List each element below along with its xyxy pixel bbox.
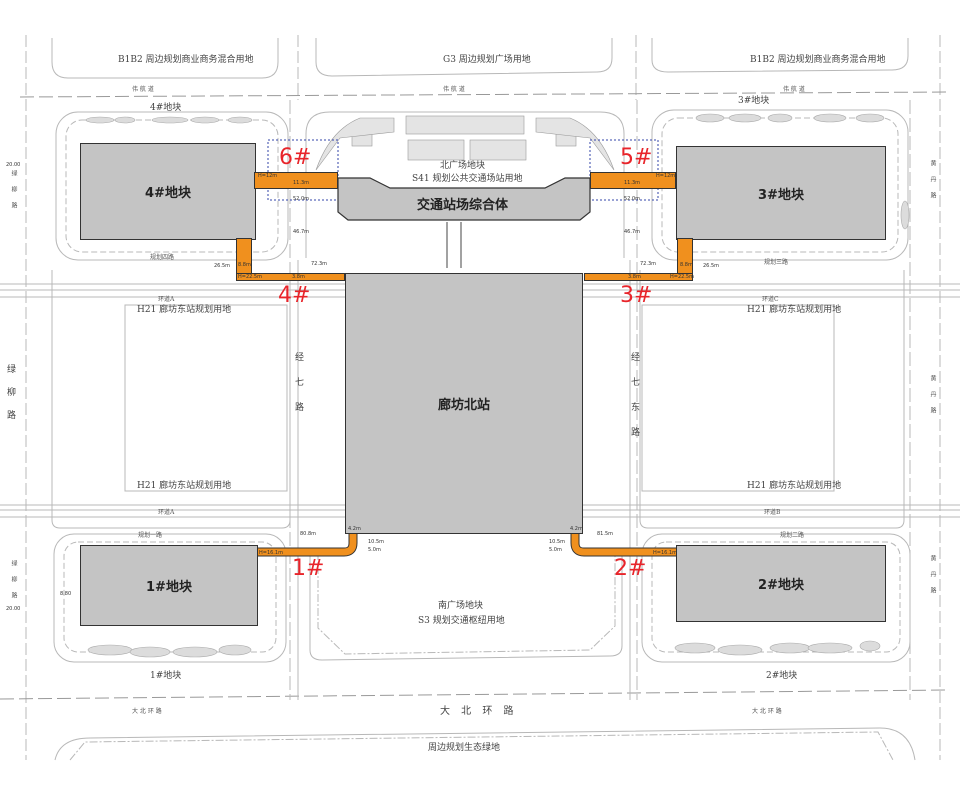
building-plot-3[interactable]: 3#地块 [676, 146, 886, 240]
building-plot-1-label: 1#地块 [146, 580, 192, 595]
dim-10-5-left: 10.5m [368, 539, 385, 545]
dim-4-2-right: 4.2m [570, 526, 583, 532]
bridge-4-horizontal[interactable] [236, 273, 345, 281]
plot-4-caption: 4#地块 [150, 103, 182, 113]
plot-3-caption: 3#地块 [738, 96, 770, 106]
dim-5-0-right: 5.0m [549, 547, 562, 553]
top-left-parcel-label: B1B2 周边规划商业商务混合用地 [118, 55, 254, 65]
dim-3-8-left: 3.8m [292, 274, 305, 280]
bridge-5[interactable] [590, 172, 676, 189]
top-road-right-label: 伟 航 道 [783, 86, 805, 93]
north-plaza-line2: S41 规划公共交通场站用地 [412, 174, 523, 184]
dim-10-5-right: 10.5m [549, 539, 566, 545]
bottom-eco-parcel-label: 周边规划生态绿地 [428, 743, 501, 753]
top-road-left-label: 伟 航 道 [132, 86, 154, 93]
ring-road-c: 环道C [762, 296, 779, 303]
dim-8-8-left: 8.8m [238, 262, 251, 268]
dim-5-0-left: 5.0m [368, 547, 381, 553]
dim-3-8-right: 3.8m [628, 274, 641, 280]
dim-52-left: 52.0m [293, 196, 310, 202]
dim-11-3-left: 11.3m [293, 180, 310, 186]
road-huangdan-top: 黄丹路 [929, 160, 936, 208]
building-plot-4-label: 4#地块 [145, 186, 191, 201]
dim-4-2-left: 4.2m [348, 526, 361, 532]
bridge-tag-6: 6# [279, 145, 312, 170]
transport-hub-label: 交通站场综合体 [417, 198, 509, 213]
road-lvliu-main: 绿柳路 [5, 364, 15, 433]
plot-1-caption: 1#地块 [150, 671, 182, 681]
bridge-1 [256, 534, 357, 556]
dim-72-3-right: 72.3m [640, 261, 657, 267]
north-plaza-line1: 北广场地块 [440, 161, 486, 171]
dim-h22-5-left: H=22.5m [238, 274, 262, 280]
dim-81-5: 81.5m [597, 531, 614, 537]
road-jingqi: 经七路 [293, 352, 303, 427]
ring-road-b: 环道B [764, 509, 781, 516]
bridge-tag-5: 5# [620, 145, 653, 170]
planned-road-1: 规划一路 [138, 532, 163, 539]
road-huangdan-mid: 黄丹路 [929, 375, 936, 423]
elev-8-80: 8.80 [60, 591, 72, 597]
south-plaza-line2: S3 规划交通枢纽用地 [418, 616, 505, 626]
bridge-tag-2: 2# [614, 556, 647, 581]
road-dabeihuan-left: 大 北 环 路 [132, 708, 162, 715]
dim-46-7-left: 46.7m [293, 229, 310, 235]
building-station[interactable]: 廊坊北站 [345, 273, 583, 534]
bridge-tag-3: 3# [620, 283, 653, 308]
planned-road-3: 规划三路 [764, 259, 789, 266]
dim-72-3-left: 72.3m [311, 261, 328, 267]
bridge-tag-4: 4# [278, 283, 311, 308]
dim-8-8-right: 8.8m [680, 262, 693, 268]
road-lvliu-top: 绿柳路 [10, 170, 17, 218]
plot-2-caption: 2#地块 [766, 671, 798, 681]
bridge-3-horizontal[interactable] [584, 273, 693, 281]
dim-h16-left: H=16.1m [259, 550, 283, 556]
road-jingqi-east: 经七东路 [629, 352, 639, 452]
road-huangdan-bottom: 黄丹路 [929, 555, 936, 603]
dim-h22-5-right: H=22.5m [670, 274, 694, 280]
dim-46-7-right: 46.7m [624, 229, 641, 235]
bridge-tag-1: 1# [292, 556, 325, 581]
building-plot-2-label: 2#地块 [758, 578, 804, 593]
building-plot-3-label: 3#地块 [758, 187, 804, 203]
ring-road-a-top: 环道A [158, 296, 175, 303]
h21-label-bl: H21 廊坊东站规划用地 [137, 481, 232, 491]
building-plot-1[interactable]: 1#地块 [80, 545, 258, 626]
building-plot-2[interactable]: 2#地块 [676, 545, 886, 622]
top-center-parcel-label: G3 周边规划广场用地 [443, 55, 531, 65]
dim-h12-right: H=12m [656, 173, 676, 179]
ring-road-a-bottom: 环道A [158, 509, 175, 516]
planned-road-2: 规划二路 [780, 532, 805, 539]
dim-26-5-left: 26.5m [214, 263, 231, 269]
elev-20-top: 20.00 [6, 162, 21, 168]
top-road-center-label: 伟 航 道 [443, 86, 465, 93]
h21-label-br: H21 廊坊东站规划用地 [747, 481, 842, 491]
elev-20-bottom: 20.00 [6, 606, 21, 612]
building-plot-4[interactable]: 4#地块 [80, 143, 256, 240]
planned-road-4: 规划四路 [150, 254, 175, 261]
station-label: 廊坊北站 [437, 398, 490, 413]
dim-26-5-right: 26.5m [703, 263, 720, 269]
bridge-2 [571, 534, 676, 556]
top-right-parcel-label: B1B2 周边规划商业商务混合用地 [750, 55, 886, 65]
dim-80-8: 80.8m [300, 531, 317, 537]
road-dabeihuan-main: 大 北 环 路 [440, 706, 518, 717]
road-lvliu-bottom: 绿柳路 [10, 560, 17, 608]
h21-label-tr: H21 廊坊东站规划用地 [747, 305, 842, 315]
bridge-6[interactable] [254, 172, 338, 189]
dim-h16-right: H=16.1m [653, 550, 677, 556]
road-dabeihuan-right: 大 北 环 路 [752, 708, 782, 715]
dim-52-right: 52.0m [624, 196, 641, 202]
south-plaza-line1: 南广场地块 [438, 601, 484, 611]
dim-11-3-right: 11.3m [624, 180, 641, 186]
dim-h12-left: H=12m [258, 173, 278, 179]
h21-label-tl: H21 廊坊东站规划用地 [137, 305, 232, 315]
